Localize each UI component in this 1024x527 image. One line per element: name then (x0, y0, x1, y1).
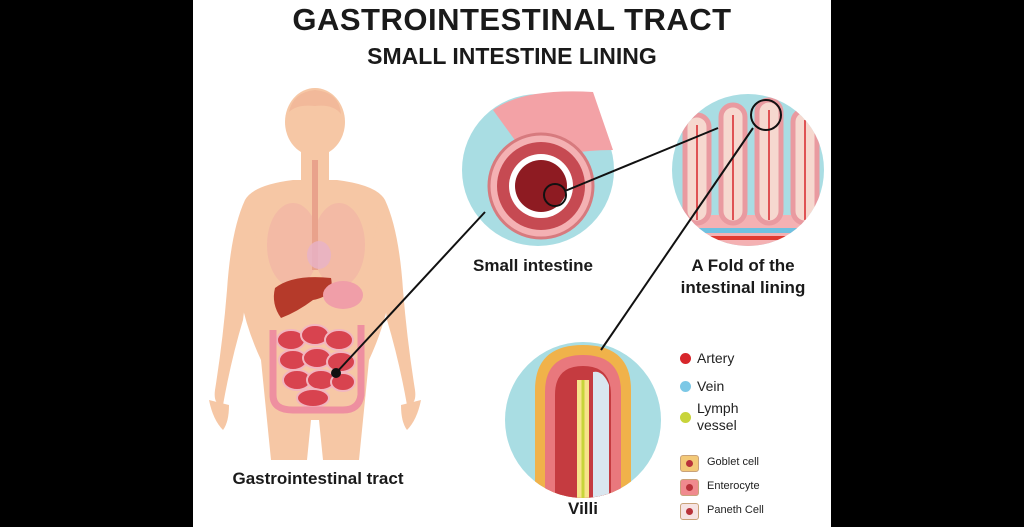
diagram-art (209, 88, 824, 498)
connector-lines (335, 127, 754, 374)
goblet-cell-icon (680, 455, 699, 472)
fold-label: A Fold of the intestinal lining (680, 256, 806, 297)
page-title: GASTROINTESTINAL TRACT (292, 2, 732, 37)
legend-item-lymph: Lymph vessel (680, 400, 750, 434)
legend-label: Vein (697, 378, 725, 394)
legend-item-goblet: Goblet cell (680, 455, 759, 472)
legend-label: Goblet cell (707, 456, 759, 468)
human-body (209, 88, 421, 460)
legend-item-enterocyte: Enterocyte (680, 479, 760, 496)
legend-label: Enterocyte (707, 480, 760, 492)
paneth-cell-icon (680, 503, 699, 520)
enterocyte-cell-icon (680, 479, 699, 496)
lymph-dot-icon (680, 412, 691, 423)
diagram-panel: GASTROINTESTINAL TRACT SMALL INTESTINE L… (193, 0, 831, 527)
villi-label: Villi (568, 499, 598, 518)
legend-item-artery: Artery (680, 350, 734, 366)
legend-item-paneth: Paneth Cell (680, 503, 764, 520)
liver-shape (273, 277, 332, 318)
fold-circle (672, 94, 824, 246)
intestine-coils (276, 324, 356, 408)
legend-item-vein: Vein (680, 378, 724, 394)
page-subtitle: SMALL INTESTINE LINING (367, 43, 657, 69)
artery-dot-icon (680, 353, 691, 364)
villi-circle (505, 342, 661, 498)
small-intestine-circle (462, 91, 614, 246)
legend-label: Lymph vessel (697, 400, 739, 433)
gi-tract-label: Gastrointestinal tract (232, 469, 404, 488)
vein-dot-icon (680, 381, 691, 392)
legend-label: Artery (697, 350, 735, 366)
legend-label: Paneth Cell (707, 504, 764, 516)
small-intestine-label: Small intestine (473, 256, 593, 275)
